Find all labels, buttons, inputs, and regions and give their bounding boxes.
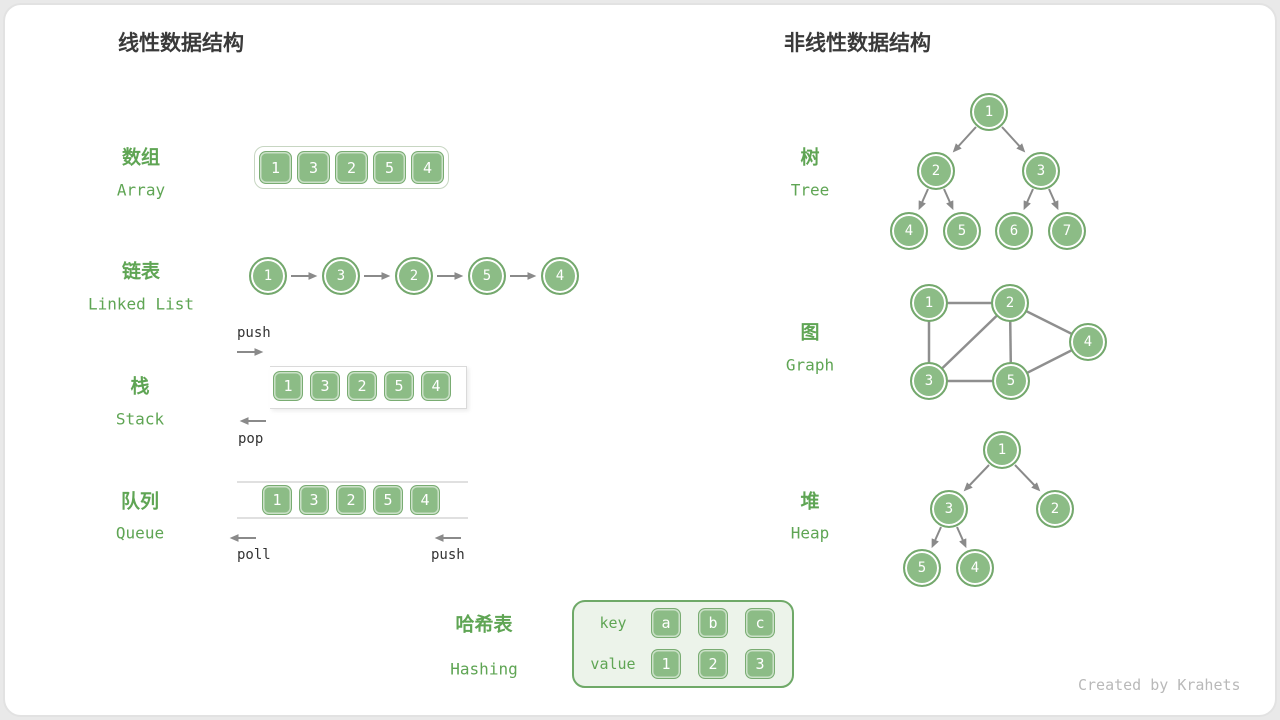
tree-node: 5 <box>943 212 981 250</box>
hash-key-cell: c <box>745 608 775 638</box>
tree-label-en: Tree <box>790 180 830 200</box>
stack-push-label: push <box>237 325 271 341</box>
graph-label-zh: 图 <box>800 322 820 344</box>
tree-node: 6 <box>995 212 1033 250</box>
stack-cell: 2 <box>347 371 377 401</box>
section-title-linear: 线性数据结构 <box>118 32 244 55</box>
stack-cell: 3 <box>310 371 340 401</box>
heap-node: 4 <box>956 549 994 587</box>
linked-list-label-en: Linked List <box>88 294 194 314</box>
graph-node: 4 <box>1069 323 1107 361</box>
queue-cells: 1 3 2 5 4 <box>262 485 440 515</box>
stack-label-zh: 栈 <box>130 376 150 398</box>
queue-cell: 3 <box>299 485 329 515</box>
graph-node: 5 <box>992 362 1030 400</box>
tree-node: 2 <box>917 152 955 190</box>
linked-list-node: 5 <box>468 257 506 295</box>
hash-label-en: Hashing <box>450 659 518 679</box>
array-label-en: Array <box>116 180 166 200</box>
queue-cell: 2 <box>336 485 366 515</box>
linked-list-node: 3 <box>322 257 360 295</box>
array-label-zh: 数组 <box>121 147 161 169</box>
array-container: 1 3 2 5 4 <box>254 146 449 189</box>
hash-key-cell: b <box>698 608 728 638</box>
heap-node: 2 <box>1036 490 1074 528</box>
hash-value-cell: 3 <box>745 649 775 679</box>
stack-cell: 4 <box>421 371 451 401</box>
hash-key-cell: a <box>651 608 681 638</box>
hash-label-zh: 哈希表 <box>455 614 513 636</box>
queue-label-zh: 队列 <box>120 491 160 513</box>
queue-push-label: push <box>431 547 465 563</box>
heap-label-zh: 堆 <box>800 491 820 513</box>
hash-value-cell: 2 <box>698 649 728 679</box>
linked-list-node: 2 <box>395 257 433 295</box>
created-by-watermark: Created by Krahets <box>1078 676 1241 694</box>
heap-node: 3 <box>930 490 968 528</box>
heap-node: 1 <box>983 431 1021 469</box>
queue-cell: 1 <box>262 485 292 515</box>
heap-node: 5 <box>903 549 941 587</box>
graph-node: 2 <box>991 284 1029 322</box>
array-cell: 1 <box>259 151 292 184</box>
linked-list-node: 1 <box>249 257 287 295</box>
queue-label-en: Queue <box>115 523 165 543</box>
tree-node: 7 <box>1048 212 1086 250</box>
stack-cell: 1 <box>273 371 303 401</box>
stack-pop-label: pop <box>238 431 264 447</box>
stack-cell: 5 <box>384 371 414 401</box>
linked-list-node: 4 <box>541 257 579 295</box>
tree-node: 4 <box>890 212 928 250</box>
queue-poll-label: poll <box>237 547 271 563</box>
tree-label-zh: 树 <box>800 147 820 169</box>
heap-label-en: Heap <box>790 523 830 543</box>
array-cell: 4 <box>411 151 444 184</box>
queue-cell: 4 <box>410 485 440 515</box>
hash-key-row-label: key <box>599 614 627 632</box>
graph-label-en: Graph <box>785 355 835 375</box>
array-cell: 2 <box>335 151 368 184</box>
array-cell: 5 <box>373 151 406 184</box>
linked-list-label-zh: 链表 <box>121 261 161 283</box>
section-title-nonlinear: 非线性数据结构 <box>784 32 931 55</box>
graph-node: 1 <box>910 284 948 322</box>
array-cell: 3 <box>297 151 330 184</box>
queue-cell: 5 <box>373 485 403 515</box>
hash-value-cell: 1 <box>651 649 681 679</box>
tree-node: 3 <box>1022 152 1060 190</box>
stack-cells: 1 3 2 5 4 <box>273 371 451 401</box>
stack-label-en: Stack <box>115 409 165 429</box>
graph-node: 3 <box>910 362 948 400</box>
tree-node: 1 <box>970 93 1008 131</box>
hash-value-row-label: value <box>590 655 636 673</box>
